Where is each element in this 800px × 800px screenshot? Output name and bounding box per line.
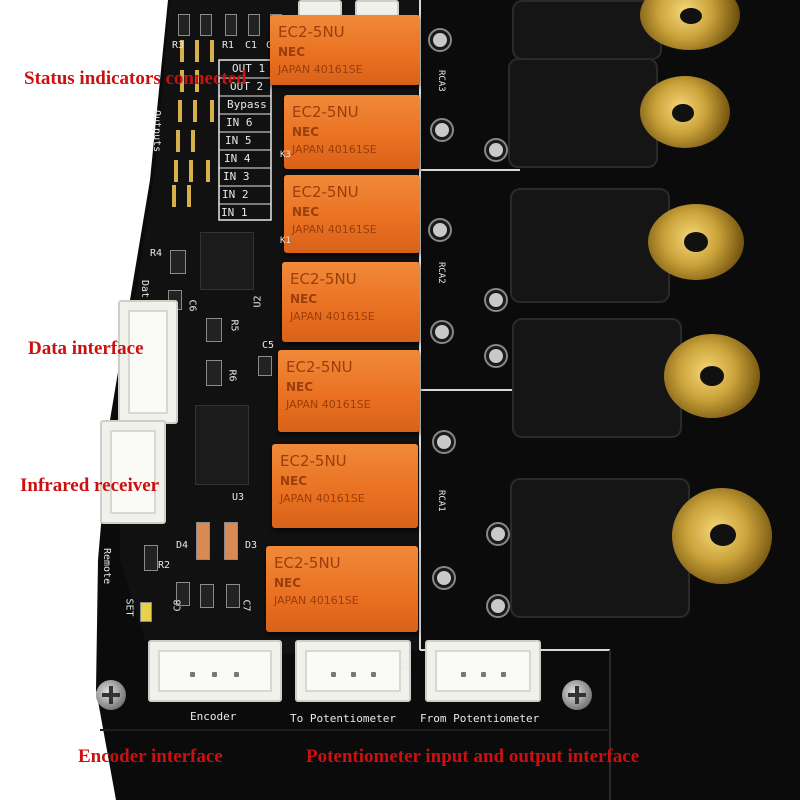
silk-c5: C5 [262,340,275,351]
annotation-encoder: Encoder interface [78,746,223,767]
silk-from-pot: From Potentiometer [420,712,540,725]
silk-out1: OUT 1 [232,62,266,75]
silk-r4: R4 [150,248,163,259]
silk-r3: R3 [172,40,185,51]
silk-k1: K1 [280,236,291,246]
smd-part [206,318,222,342]
smd-part [200,584,214,608]
silk-r2: R2 [158,560,171,571]
silk-in1: IN 1 [221,206,248,219]
silk-encoder: Encoder [190,710,237,723]
smd-part [258,356,272,376]
silk-d3: D3 [245,540,258,551]
silk-c1: C1 [245,40,258,51]
silk-in3: IN 3 [223,170,250,183]
silk-c8: C8 [172,599,184,612]
smd-part [206,360,222,386]
silk-rca2: RCA2 [436,262,446,284]
silk-c6: C6 [186,299,198,312]
silk-to-pot: To Potentiometer [290,712,396,725]
smd-part [176,582,190,606]
annotation-potentiometer: Potentiometer input and output interface [306,746,640,767]
diode-d4 [196,522,210,560]
silk-k3: K3 [280,150,291,160]
silk-outputs: Outputs [151,110,162,153]
silk-r6: R6 [226,369,238,382]
silk-in5: IN 5 [225,134,252,147]
smd-part [248,14,260,36]
silk-rca3: RCA3 [436,70,446,92]
diode-d3 [224,522,238,560]
silk-u3: U3 [232,492,245,503]
io-label-box [218,59,272,221]
ir-connector [100,420,166,524]
set-button [140,602,152,622]
silk-out2: OUT 2 [230,80,264,93]
from-pot-connector [425,640,541,702]
encoder-connector [148,640,282,702]
annotation-status: Status indicators connected [24,68,247,89]
smd-part [178,14,190,36]
smd-part [170,250,186,274]
silk-in6: IN 6 [226,116,253,129]
silk-set: SET [123,598,135,617]
ic-u3 [195,405,249,485]
silk-in2: IN 2 [222,188,249,201]
silk-rca1: RCA1 [436,490,446,512]
silk-bypass: Bypass [227,98,267,111]
silk-j2: J2 [400,659,412,672]
screw-right [562,680,592,710]
smd-part [226,584,240,608]
silk-data: Dat [139,280,150,299]
ic-u2 [200,232,254,290]
annotation-infrared: Infrared receiver [20,475,160,496]
screw-left [96,680,126,710]
silk-r1: R1 [222,40,235,51]
smd-part [225,14,237,36]
silk-c7: C7 [240,599,252,612]
silk-r5: R5 [228,319,240,332]
annotation-data: Data interface [28,338,144,359]
silk-u2: U2 [252,295,264,308]
data-connector [118,300,178,424]
smd-part [200,14,212,36]
silk-in4: IN 4 [224,152,251,165]
to-pot-connector [295,640,411,702]
silk-d4: D4 [176,540,189,551]
silk-remote: Remote [101,548,112,585]
smd-part [144,545,158,571]
